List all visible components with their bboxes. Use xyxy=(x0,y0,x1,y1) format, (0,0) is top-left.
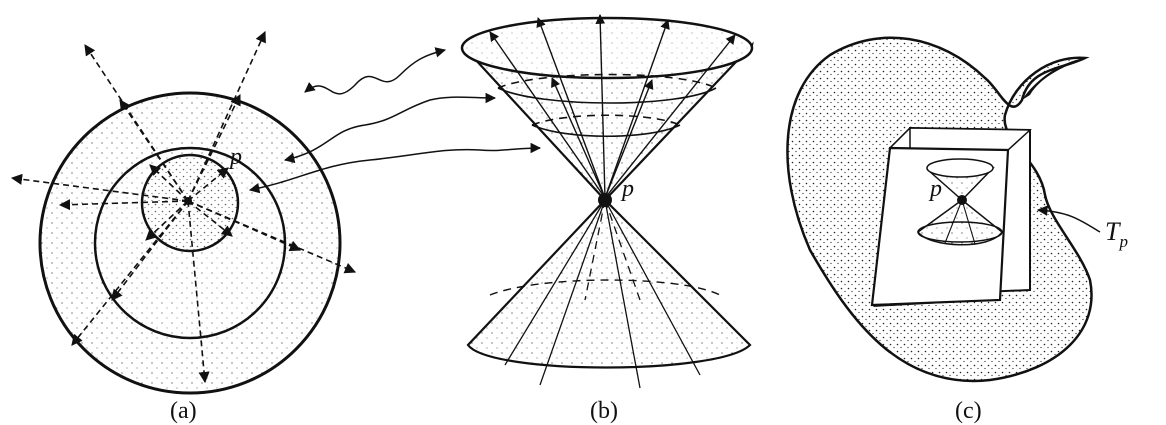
panel-a-caption: (a) xyxy=(170,398,197,424)
manifold-edge-curl xyxy=(1022,58,1085,100)
panel-a: p (a) xyxy=(10,30,357,424)
panel-c: p Tp (c) xyxy=(786,36,1128,424)
panel-b-caption: (b) xyxy=(590,398,618,424)
panel-b: p (b) xyxy=(460,14,754,424)
panel-b-point-label: p xyxy=(620,176,634,202)
tangent-space-label: Tp xyxy=(1105,217,1128,251)
upper-cone-generators xyxy=(489,14,736,199)
apex-point xyxy=(598,193,612,207)
radial-arrows xyxy=(10,30,357,384)
lower-cone-inner-rim xyxy=(489,279,721,296)
tangent-pointer xyxy=(1036,205,1101,233)
panel-c-caption: (c) xyxy=(955,398,982,424)
panel-c-point-label: p xyxy=(928,176,942,202)
lower-cone-generators xyxy=(504,199,701,389)
upper-cone-rim-shade xyxy=(462,18,752,78)
lower-cone-surface xyxy=(466,198,752,369)
panel-a-point-label: p xyxy=(228,144,242,170)
connector-arrows xyxy=(248,47,542,194)
tangent-point xyxy=(957,195,967,205)
tangent-light-cone xyxy=(916,158,1004,246)
